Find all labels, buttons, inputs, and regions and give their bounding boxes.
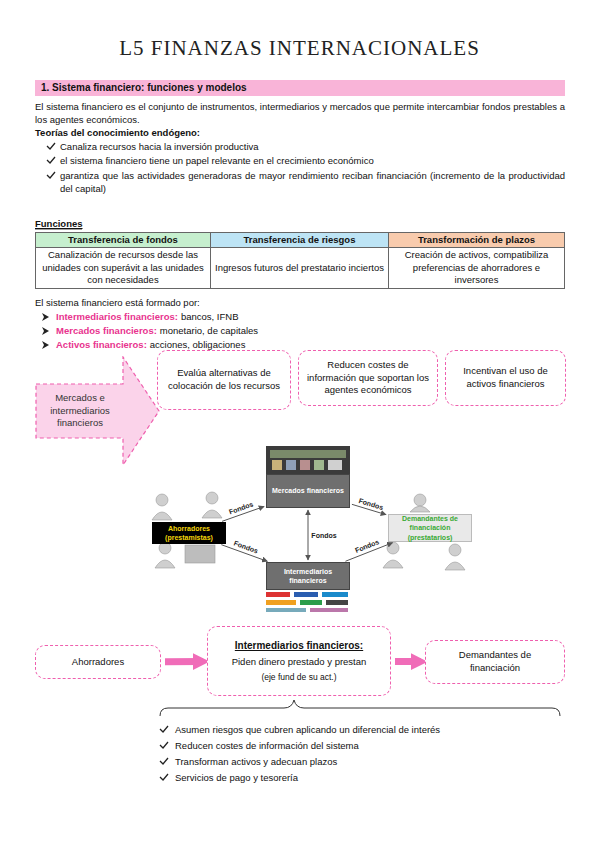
node-text: Incentivan el uso de activos financieros (454, 365, 557, 391)
node-text: Demandantes de financiación (prestatario… (389, 514, 471, 542)
text-label: El sistema financiero está formado por: (35, 297, 200, 310)
dashed-box: Incentivan el uso de activos financieros (445, 350, 566, 406)
market-photo (266, 446, 350, 474)
text-label: Asumen riesgos que cubren aplicando un d… (175, 724, 440, 737)
text-label: garantiza que las actividades generadora… (60, 170, 565, 195)
bullet-row: Activos financieros:acciones, obligacion… (56, 339, 245, 350)
market-box: Mercados financieros (266, 474, 350, 508)
text-label: El sistema financiero es el conjunto de … (35, 101, 565, 126)
edge-label: Fondos (311, 532, 336, 539)
bullet-arrows (42, 313, 49, 349)
edge-label: Fondos (354, 539, 380, 555)
bullet-term: Intermediarios financieros: (56, 311, 178, 322)
table-cell: Transferencia de fondos (35, 232, 211, 248)
node-text: 1. Sistema financiero: funciones y model… (41, 81, 247, 95)
bullet-text: acciones, obligaciones (150, 339, 246, 350)
edge-label: Fondos (228, 501, 254, 516)
node-text: Evalúa alternativas de colocación de los… (166, 367, 282, 393)
bullet-term: Mercados financieros: (56, 325, 157, 336)
text-label: Teorías del conocimiento endógeno: (35, 127, 200, 140)
text-label: Transforman activos y adecuan plazos (175, 756, 337, 769)
bullet-text: bancos, IFNB (181, 311, 239, 322)
bank-logos (266, 592, 348, 612)
arrow-shape: Mercados e intermediarios financieros (35, 356, 160, 466)
text-label: Reducen costes de información del sistem… (175, 740, 359, 753)
node-text: Intermediarios financieros (267, 567, 349, 586)
text-label: el sistema financiero tiene un papel rel… (60, 155, 565, 168)
table-cell: Transferencia de riesgos (210, 232, 389, 248)
bullet-row: Intermediarios financieros:bancos, IFNB (56, 311, 239, 322)
node-text: Demandantes de financiación (434, 649, 556, 675)
text-label: Servicios de pago y tesorería (175, 772, 298, 785)
intermediary-box: Intermediarios financieros (266, 562, 350, 590)
node-text: Mercados financieros (272, 486, 344, 495)
node-text: Ahorradores (prestamistas) (152, 524, 226, 543)
node-text: Intermediarios financieros: (235, 639, 363, 653)
edge-label: Fondos (358, 497, 384, 511)
table-cell: Ingresos futuros del prestatario inciert… (210, 247, 389, 289)
flow-arrow (308, 510, 309, 560)
block-arrow (165, 658, 203, 665)
edge-label: Fondos (233, 540, 259, 555)
section-band: 1. Sistema financiero: funciones y model… (35, 80, 565, 96)
table-cell: Canalización de recursos desde las unida… (35, 247, 211, 289)
brace (160, 700, 560, 716)
dashed-box: Ahorradores (35, 645, 161, 679)
bullet-text: monetario, de capitales (160, 325, 258, 336)
dashed-box: Demandantes de financiación (425, 640, 565, 684)
text-label: Canaliza recursos hacia la inversión pro… (60, 141, 565, 154)
block-arrow (395, 658, 421, 665)
table-cell: Creación de activos, compatibiliza prefe… (388, 247, 565, 289)
node-text: Ahorradores (72, 656, 124, 669)
bullet-term: Activos financieros: (56, 339, 147, 350)
text-label: Funciones (35, 218, 83, 231)
arrow-polygon (36, 357, 159, 465)
saver-box: Ahorradores (prestamistas) (152, 522, 226, 544)
borrower-box: Demandantes de financiación (prestatario… (388, 514, 472, 542)
table-cell: Transformación de plazos (388, 232, 565, 248)
node-text: Piden dinero prestado y prestan (232, 656, 367, 669)
arrow-text-area: Mercados e intermediarios financieros (35, 384, 125, 438)
dashed-box: Evalúa alternativas de colocación de los… (157, 350, 291, 410)
page-title: L5 FINANZAS INTERNACIONALES (0, 36, 599, 61)
node-text: (eje fund de su act.) (261, 672, 336, 683)
dashed-box: Reducen costes de información que soport… (298, 350, 438, 406)
node-text: Mercados e intermediarios financieros (35, 392, 125, 430)
bullet-row: Mercados financieros:monetario, de capit… (56, 325, 258, 336)
node-text: Reducen costes de información que soport… (307, 359, 429, 397)
dashed-box: Intermediarios financieros: Piden dinero … (207, 626, 391, 696)
